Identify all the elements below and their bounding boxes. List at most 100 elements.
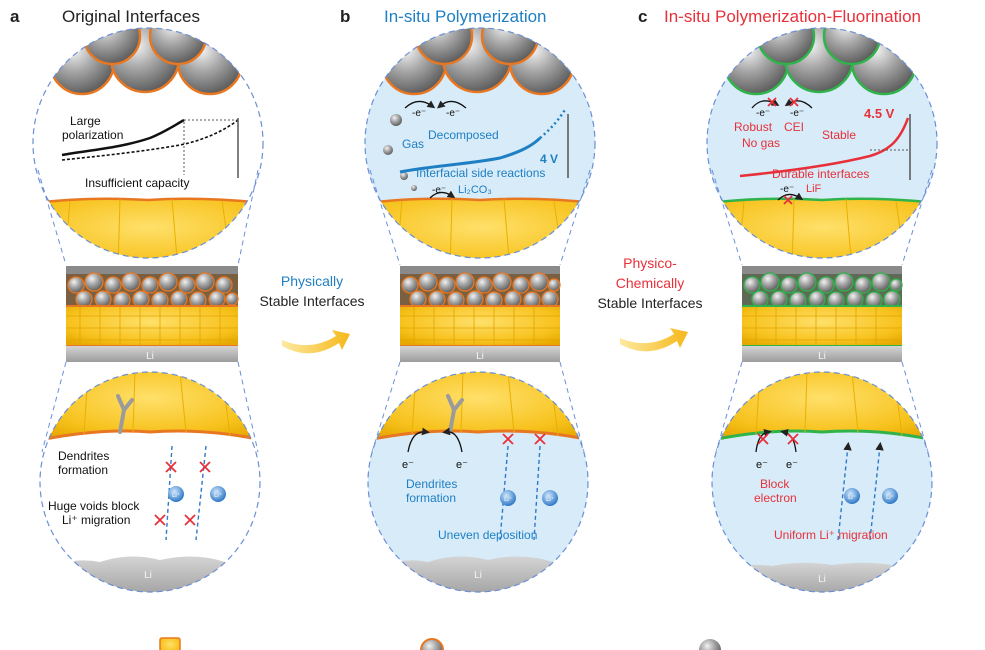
li-ion-label: Li⁺ bbox=[214, 492, 222, 499]
no-gas-label: No gas bbox=[742, 136, 780, 150]
block-cross-icon bbox=[154, 461, 211, 526]
stable-interfaces-label: Stable Interfaces bbox=[259, 293, 364, 309]
block-label: Block bbox=[760, 477, 790, 491]
li-ion-label: Li⁺ bbox=[848, 494, 856, 501]
li-label: Li bbox=[476, 351, 484, 362]
block-cross-icon bbox=[783, 195, 793, 205]
panel-a-cell-stack: Li bbox=[66, 266, 239, 362]
large-label: Large bbox=[70, 114, 101, 128]
electron-label: e⁻ bbox=[756, 459, 768, 471]
lithium-anode bbox=[742, 346, 902, 362]
transition-arrow-2: Physico- Chemically Stable Interfaces bbox=[597, 255, 703, 352]
li-ion-label: Li⁺ bbox=[546, 496, 554, 503]
panel-c-zoom-bottom: e⁻ e⁻ Li⁺ Li⁺ Block electron Uniform Li⁺… bbox=[711, 371, 933, 593]
electrolyte-layer bbox=[33, 197, 263, 258]
li-ion-icon: Li⁺ Li⁺ bbox=[168, 486, 226, 502]
electrolyte-layer bbox=[742, 306, 902, 346]
electron-label: -e⁻ bbox=[790, 108, 804, 119]
chemically-label: Chemically bbox=[616, 275, 684, 291]
cathode-particles bbox=[380, 28, 576, 96]
panel-c-title: In-situ Polymerization-Fluorination bbox=[664, 7, 921, 26]
voltage-curve bbox=[399, 107, 569, 178]
physico-label: Physico- bbox=[623, 255, 677, 271]
uneven-deposition-label: Uneven deposition bbox=[438, 528, 537, 542]
legend-electrolyte-swatch bbox=[159, 637, 181, 650]
electrolyte-layer bbox=[400, 306, 560, 346]
dendrites-label: Dendrites bbox=[406, 477, 457, 491]
legend-particle-swatch bbox=[699, 639, 721, 650]
dendrites-label: Dendrites bbox=[58, 449, 109, 463]
lithium-anode bbox=[400, 346, 560, 362]
legend bbox=[159, 637, 721, 650]
migration-arrows bbox=[499, 445, 541, 541]
electron-label: e⁻ bbox=[786, 459, 798, 471]
electron-label: e⁻ bbox=[456, 459, 468, 471]
cathode-layer bbox=[400, 272, 561, 309]
panel-a-zoom-bottom: Li⁺ Li⁺ Dendrites formation Huge voids b… bbox=[39, 371, 261, 593]
decomposed-label: Decomposed bbox=[428, 128, 499, 142]
legend-cathode-swatch bbox=[420, 638, 444, 650]
li-migration-label: Li⁺ migration bbox=[62, 513, 130, 527]
li-ion-label: Li⁺ bbox=[886, 494, 894, 501]
polarization-label: polarization bbox=[62, 128, 123, 142]
voltage-curve bbox=[61, 118, 239, 178]
block-cross-icon bbox=[757, 433, 799, 445]
panel-b: -e⁻ -e⁻ Gas Decomposed 4 V Interfacial s… bbox=[364, 27, 596, 593]
voltage-4v-label: 4 V bbox=[540, 152, 558, 166]
physically-label: Physically bbox=[281, 273, 343, 289]
li-bottom-label: Li bbox=[144, 570, 152, 581]
li-bottom-label: Li bbox=[474, 570, 482, 581]
cathode-layer bbox=[66, 272, 239, 309]
voltage-curve bbox=[739, 114, 911, 180]
panel-b-cell-stack: Li bbox=[400, 266, 561, 362]
electrolyte-layer bbox=[66, 306, 238, 346]
panel-b-zoom-bottom: e⁻ e⁻ Li⁺ Li⁺ Dendrites formation Uneven… bbox=[367, 371, 589, 593]
formation-label: formation bbox=[58, 463, 108, 477]
lif-label: LiF bbox=[806, 183, 822, 195]
electron-label: e⁻ bbox=[402, 459, 414, 471]
huge-voids-label: Huge voids block bbox=[48, 499, 140, 513]
panel-b-title: In-situ Polymerization bbox=[384, 7, 547, 26]
stable-interfaces-label: Stable Interfaces bbox=[597, 295, 702, 311]
cei-label: CEI bbox=[784, 120, 804, 134]
electron-label: -e⁻ bbox=[756, 108, 770, 119]
panel-b-zoom-top: -e⁻ -e⁻ Gas Decomposed 4 V Interfacial s… bbox=[364, 27, 596, 259]
li-ion-label: Li⁺ bbox=[172, 492, 180, 499]
panel-c-cell-stack: Li bbox=[742, 266, 903, 362]
gas-bubbles bbox=[383, 114, 417, 191]
panel-a-letter: a bbox=[10, 7, 20, 26]
arrow-icon bbox=[620, 328, 688, 352]
transition-arrow-1: Physically Stable Interfaces bbox=[259, 273, 365, 354]
migration-arrows bbox=[165, 445, 207, 541]
side-reactions-label: Interfacial side reactions bbox=[416, 166, 545, 180]
insufficient-capacity-label: Insufficient capacity bbox=[85, 176, 190, 190]
electron-label: -e⁻ bbox=[780, 184, 794, 195]
voltage-45v-label: 4.5 V bbox=[864, 106, 895, 121]
li-ion-label: Li⁺ bbox=[504, 496, 512, 503]
arrow-icon bbox=[282, 330, 350, 354]
electron-label: -e⁻ bbox=[432, 185, 446, 196]
electron-label: -e⁻ bbox=[412, 108, 426, 119]
li-ion-icon: Li⁺ Li⁺ bbox=[500, 490, 558, 506]
panel-b-letter: b bbox=[340, 7, 350, 26]
stable-label: Stable bbox=[822, 128, 856, 142]
robust-label: Robust bbox=[734, 120, 773, 134]
block-cross-icon bbox=[502, 433, 546, 445]
durable-interfaces-label: Durable interfaces bbox=[772, 167, 869, 181]
panel-c-letter: c bbox=[638, 7, 647, 26]
gas-label: Gas bbox=[402, 137, 424, 151]
panel-a-title: Original Interfaces bbox=[62, 7, 200, 26]
li2co3-label: Li₂CO₃ bbox=[458, 184, 492, 196]
panel-a-zoom-top: Large polarization Insufficient capacity bbox=[32, 27, 264, 259]
cathode-layer bbox=[742, 272, 903, 309]
formation-label: formation bbox=[406, 491, 456, 505]
electron-text-label: electron bbox=[754, 491, 797, 505]
migration-arrows bbox=[837, 441, 884, 541]
li-label: Li bbox=[818, 351, 826, 362]
li-bottom-label: Li bbox=[818, 574, 826, 585]
electrolyte-layer bbox=[707, 197, 937, 258]
electron-label: -e⁻ bbox=[446, 108, 460, 119]
lithium-anode bbox=[66, 346, 238, 362]
uniform-migration-label: Uniform Li⁺ migration bbox=[774, 528, 888, 542]
